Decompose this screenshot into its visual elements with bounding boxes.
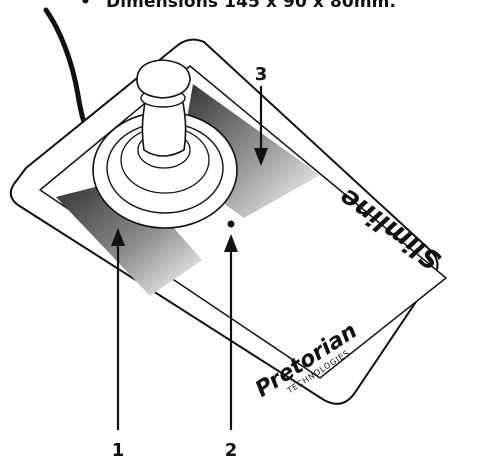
callout-3-arrowhead (254, 148, 268, 166)
joystick-knob (136, 59, 191, 99)
joystick-stick (141, 97, 187, 157)
callout-3-label: 3 (255, 64, 268, 85)
callout-1-label: 1 (112, 440, 125, 461)
bullet-dot: • (80, 0, 91, 12)
dimensions-text: Dimensions 145 x 90 x 80mm. (106, 0, 397, 12)
left-button-pad (56, 178, 202, 296)
callout-2-arrowhead (224, 234, 238, 252)
callout-2-label: 2 (225, 440, 238, 461)
indicator-dot (227, 220, 235, 228)
cable (43, 7, 95, 139)
callout-1-arrowhead (111, 228, 125, 246)
dimensions-bullet: • Dimensions 145 x 90 x 80mm. (80, 0, 396, 12)
